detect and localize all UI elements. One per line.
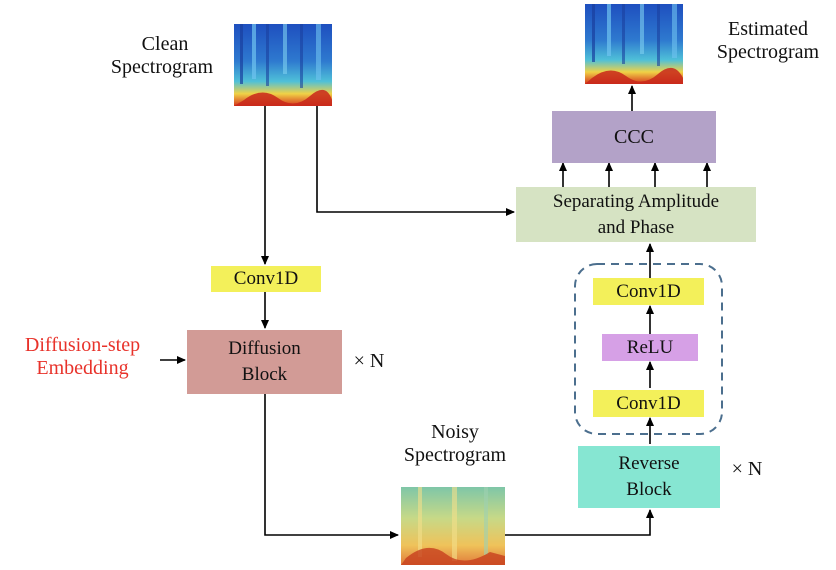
noisy-spectrogram-label: Noisy Spectrogram (380, 421, 530, 467)
conv1d-left-label: Conv1D (233, 268, 299, 290)
diffusion-block: Diffusion Block (187, 330, 342, 394)
residual-subblock-container (574, 263, 723, 435)
estimated-spectrogram-image (585, 4, 683, 84)
separating-label-line2: and Phase (597, 216, 675, 238)
noisy-label-line2: Spectrogram (403, 444, 507, 466)
clean-spectrogram-label: Clean Spectrogram (84, 33, 234, 79)
relu-block: ReLU (602, 334, 698, 361)
reverse-label-line2: Block (626, 479, 672, 500)
ccc-block: CCC (552, 111, 716, 163)
arrow-clean-to-separating (316, 106, 515, 216)
relu-label: ReLU (626, 336, 674, 358)
conv1d-left-block: Conv1D (211, 266, 321, 292)
diffusion-label-line2: Block (241, 364, 288, 385)
estimated-label-line2: Spectrogram (716, 41, 820, 63)
reverse-repeat-label: × N (731, 458, 763, 480)
conv1d-bottom-label: Conv1D (616, 392, 681, 414)
conv1d-top-label: Conv1D (616, 280, 681, 302)
diffusion-label-line1: Diffusion (228, 338, 301, 360)
arrow-noisy-to-reverse (505, 509, 654, 536)
diffusion-repeat-label: × N (353, 350, 385, 372)
clean-label-line1: Clean (141, 33, 189, 55)
clean-label-line2: Spectrogram (110, 56, 214, 78)
embedding-label-line2: Embedding (36, 357, 129, 379)
conv1d-top-block: Conv1D (593, 278, 704, 305)
conv1d-bottom-block: Conv1D (593, 390, 704, 417)
arrow-diffusion-to-noisy (264, 394, 399, 539)
embedding-label-line1: Diffusion-step (24, 334, 141, 356)
reverse-label-line1: Reverse (618, 453, 680, 475)
separating-amplitude-phase-block: Separating Amplitude and Phase (516, 187, 756, 242)
clean-spectrogram-image (234, 24, 332, 106)
noisy-label-line1: Noisy (431, 421, 479, 443)
reverse-block: Reverse Block (578, 446, 720, 508)
separating-label-line1: Separating Amplitude (552, 190, 720, 212)
estimated-label-line1: Estimated (728, 18, 808, 40)
diffusion-step-embedding-label: Diffusion-step Embedding (0, 334, 165, 380)
ccc-label: CCC (613, 125, 655, 148)
estimated-spectrogram-label: Estimated Spectrogram (698, 18, 836, 64)
noisy-spectrogram-image (401, 487, 505, 565)
